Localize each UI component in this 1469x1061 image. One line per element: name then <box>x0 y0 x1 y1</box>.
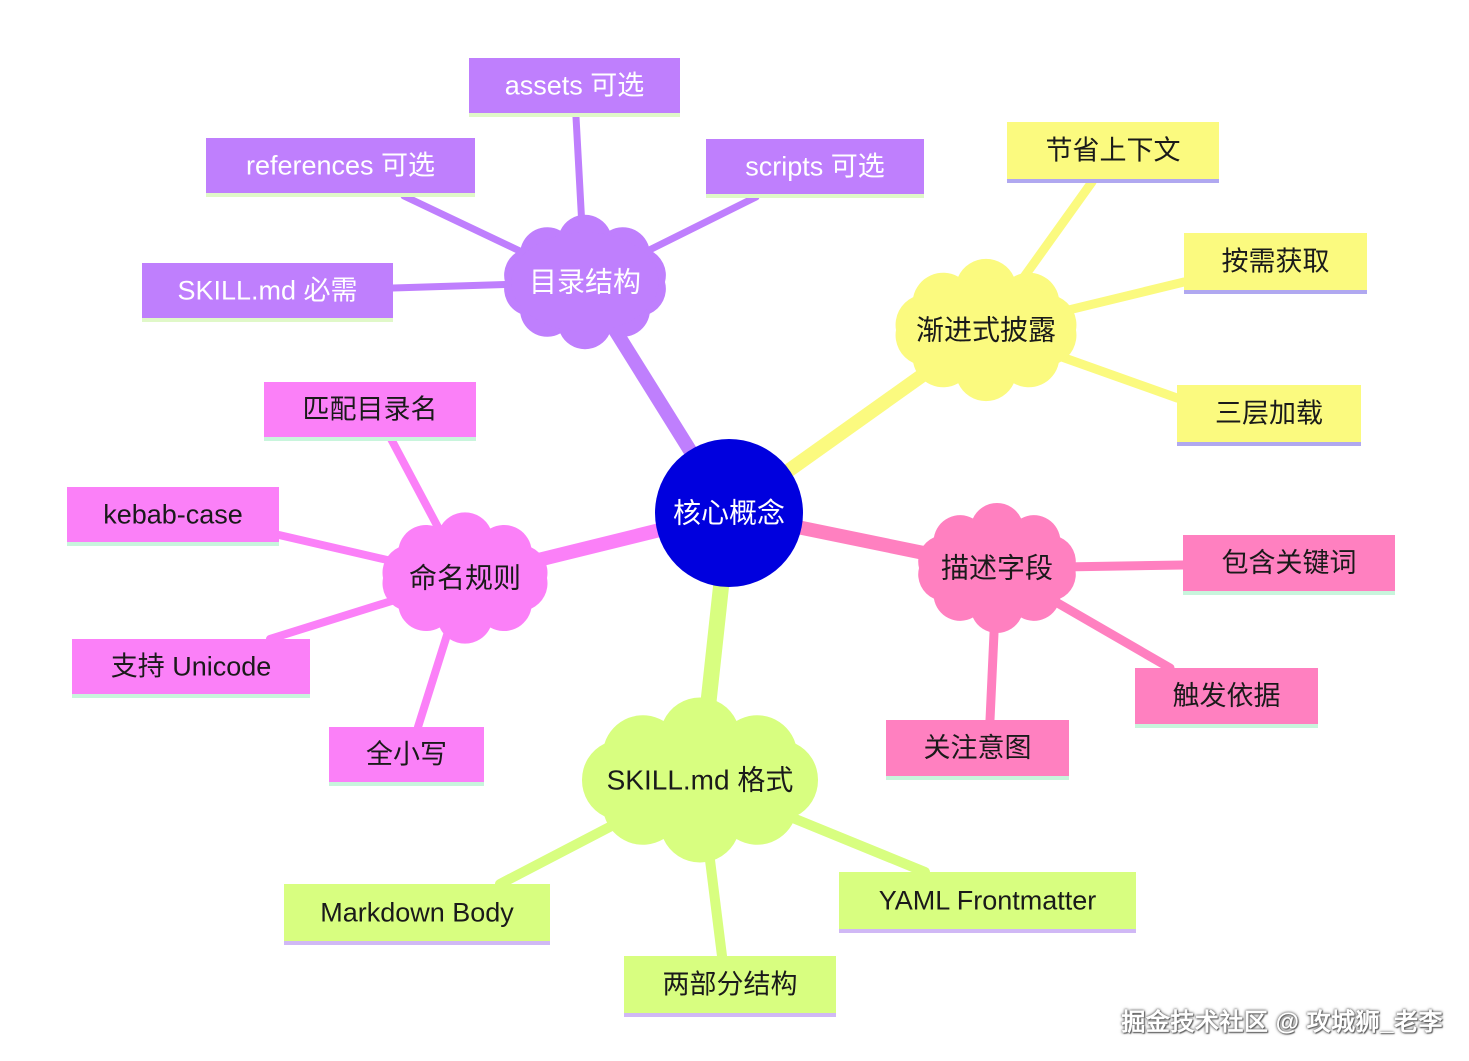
leaf-underline <box>329 781 484 786</box>
leaf-node-prog-0[interactable]: 节省上下文 <box>1007 122 1219 183</box>
leaf-label: scripts 可选 <box>745 152 885 182</box>
leaf-box <box>1184 233 1367 290</box>
leaf-box <box>1183 535 1395 591</box>
leaf-box <box>469 58 680 113</box>
branch-label: 渐进式披露 <box>916 315 1056 346</box>
nodes: assets 可选 scripts 可选 references 可选 SKILL.md… <box>67 58 1395 1017</box>
leaf-label: 支持 Unicode <box>111 652 272 682</box>
leaf-underline <box>886 775 1069 780</box>
leaf-underline <box>67 541 279 546</box>
leaf-label: references 可选 <box>246 151 435 181</box>
leaf-box <box>886 720 1069 776</box>
leaf-node-fmt-0[interactable]: YAML Frontmatter <box>839 872 1136 933</box>
branch-label: 命名规则 <box>409 563 521 594</box>
branch-label: 目录结构 <box>529 267 641 298</box>
leaf-underline <box>469 112 680 117</box>
leaf-underline <box>1183 590 1395 595</box>
leaf-node-fmt-2[interactable]: Markdown Body <box>284 884 550 945</box>
branch-node-desc[interactable]: 描述字段 <box>918 503 1076 633</box>
branch-node-dir[interactable]: 目录结构 <box>504 214 666 350</box>
leaf-node-prog-2[interactable]: 三层加载 <box>1177 385 1361 446</box>
leaf-node-desc-0[interactable]: 包含关键词 <box>1183 535 1395 595</box>
leaf-label: 两部分结构 <box>663 970 798 1000</box>
leaf-label: SKILL.md 必需 <box>177 276 357 306</box>
branch-cloud-fill <box>511 232 659 332</box>
leaf-label: 全小写 <box>366 740 447 770</box>
leaf-underline <box>1177 441 1361 446</box>
leaf-box <box>624 956 836 1013</box>
leaf-label: 三层加载 <box>1215 399 1323 429</box>
leaf-label: YAML Frontmatter <box>879 886 1097 916</box>
leaf-label: 触发依据 <box>1173 681 1281 711</box>
leaf-node-dir-1[interactable]: scripts 可选 <box>706 139 924 198</box>
center-label: 核心概念 <box>673 498 785 529</box>
leaf-box <box>1007 122 1219 179</box>
branch-cloud-fill <box>591 722 809 838</box>
leaf-box <box>264 382 476 437</box>
branch-label: SKILL.md 格式 <box>607 765 794 796</box>
watermark: 掘金技术社区 @ 攻城狮_老李 <box>1121 1009 1443 1036</box>
leaf-box <box>67 487 279 542</box>
leaf-label: 节省上下文 <box>1046 136 1181 166</box>
leaf-underline <box>706 193 924 198</box>
leaf-node-name-2[interactable]: 支持 Unicode <box>72 639 310 698</box>
leaf-underline <box>264 436 476 441</box>
leaf-underline <box>206 192 475 197</box>
leaf-underline <box>1135 723 1318 728</box>
branch-node-fmt[interactable]: SKILL.md 格式 <box>581 697 819 863</box>
branch-node-prog[interactable]: 渐进式披露 <box>895 258 1077 402</box>
leaf-box <box>1135 668 1318 724</box>
leaf-underline <box>142 317 393 322</box>
leaf-label: 按需获取 <box>1222 247 1330 277</box>
leaf-underline <box>1007 178 1219 183</box>
leaf-box <box>329 727 484 782</box>
leaf-label: Markdown Body <box>320 898 514 928</box>
leaf-node-prog-1[interactable]: 按需获取 <box>1184 233 1367 294</box>
leaf-box <box>72 639 310 694</box>
leaf-label: 包含关键词 <box>1222 548 1357 578</box>
center-node[interactable]: 核心概念 <box>655 439 803 587</box>
leaf-label: 匹配目录名 <box>303 395 438 425</box>
leaf-box <box>706 139 924 194</box>
leaf-box <box>1177 385 1361 442</box>
leaf-node-name-1[interactable]: kebab-case <box>67 487 279 546</box>
leaf-label: assets 可选 <box>505 71 645 101</box>
branch-cloud-fill <box>925 520 1069 616</box>
leaf-node-desc-1[interactable]: 触发依据 <box>1135 668 1318 728</box>
leaf-node-name-0[interactable]: 匹配目录名 <box>264 382 476 441</box>
leaf-node-desc-2[interactable]: 关注意图 <box>886 720 1069 780</box>
branch-cloud-fill <box>903 278 1069 382</box>
center-circle <box>655 439 803 587</box>
leaf-underline <box>284 940 550 945</box>
leaf-box <box>839 872 1136 929</box>
leaf-node-dir-2[interactable]: references 可选 <box>206 138 475 197</box>
branch-label: 描述字段 <box>941 553 1053 584</box>
leaf-underline <box>624 1012 836 1017</box>
branch-cloud-fill <box>389 530 541 626</box>
branch-node-name[interactable]: 命名规则 <box>382 512 548 644</box>
leaf-box <box>142 263 393 318</box>
leaf-node-dir-3[interactable]: SKILL.md 必需 <box>142 263 393 322</box>
leaf-underline <box>72 693 310 698</box>
leaf-node-fmt-1[interactable]: 两部分结构 <box>624 956 836 1017</box>
leaf-box <box>206 138 475 193</box>
leaf-underline <box>839 928 1136 933</box>
leaf-label: 关注意图 <box>924 733 1032 763</box>
leaf-underline <box>1184 289 1367 294</box>
leaf-label: kebab-case <box>103 500 243 530</box>
leaf-node-name-3[interactable]: 全小写 <box>329 727 484 786</box>
leaf-node-dir-0[interactable]: assets 可选 <box>469 58 680 117</box>
leaf-box <box>284 884 550 941</box>
